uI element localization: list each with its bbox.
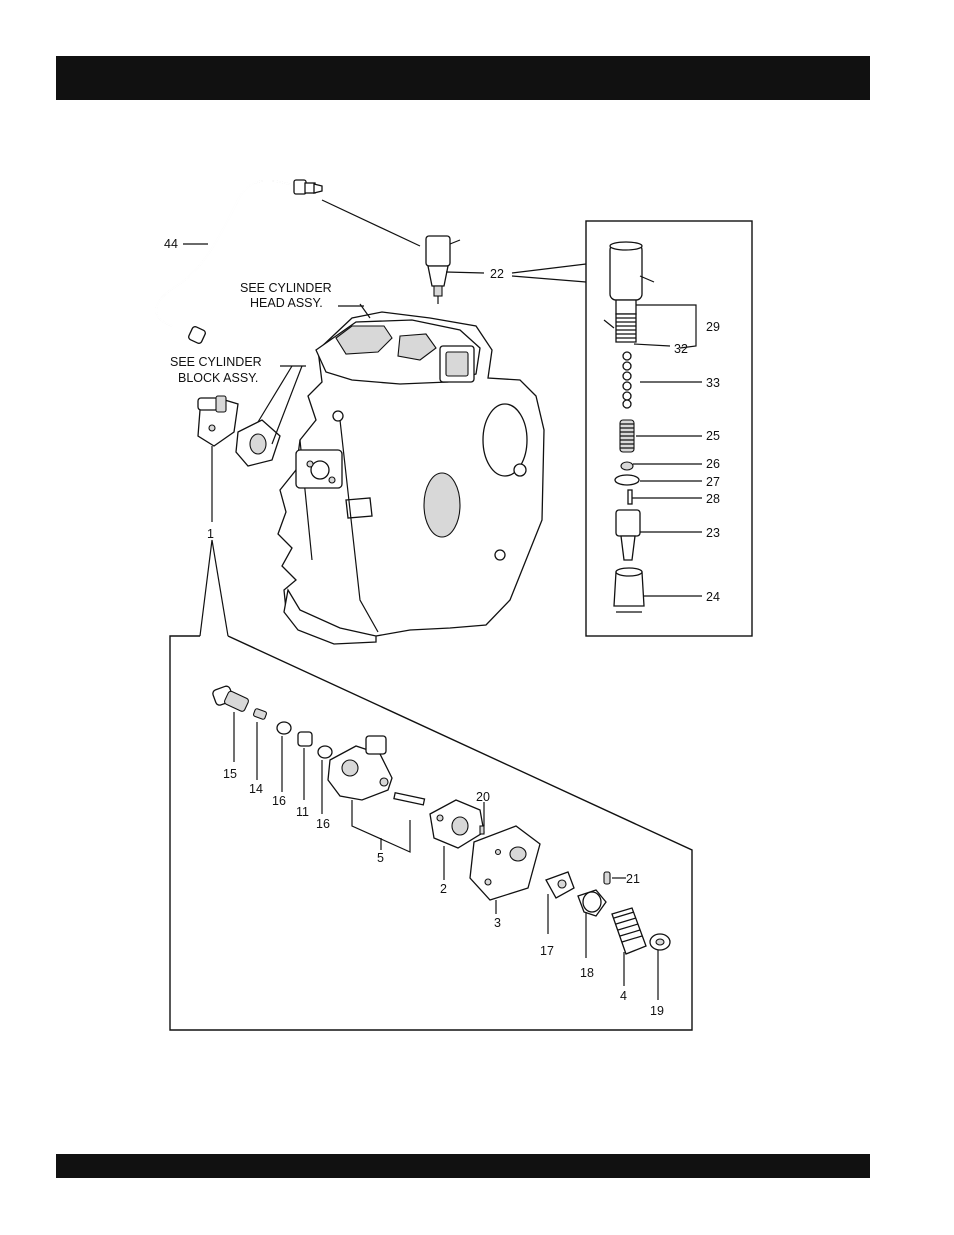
callout-1: 1: [207, 527, 214, 541]
note-see-cylinder-head-line2: HEAD ASSY.: [250, 296, 323, 310]
callout-24: 24: [706, 590, 720, 604]
callout-29: 29: [706, 320, 720, 334]
callout-3: 3: [494, 916, 501, 930]
callout-44: 44: [164, 237, 178, 251]
note-see-cylinder-head-line1: SEE CYLINDER: [240, 281, 332, 295]
callout-17: 17: [540, 944, 554, 958]
callout-28: 28: [706, 492, 720, 506]
callout-25: 25: [706, 429, 720, 443]
callout-26: 26: [706, 457, 720, 471]
engine-block: [278, 304, 544, 644]
callout-27: 27: [706, 475, 720, 489]
callout-18: 18: [580, 966, 594, 980]
callout-11: 11: [296, 805, 309, 819]
callout-16-second: 16: [316, 817, 330, 831]
note-see-cylinder-block-line1: SEE CYLINDER: [170, 355, 262, 369]
callout-15: 15: [223, 767, 237, 781]
callout-16-first: 16: [272, 794, 286, 808]
callout-20: 20: [476, 790, 490, 804]
callout-4: 4: [620, 989, 627, 1003]
callout-5: 5: [377, 851, 384, 865]
callout-14: 14: [249, 782, 263, 796]
nozzle-holder: [426, 236, 484, 304]
callout-33: 33: [706, 376, 720, 390]
callout-2: 2: [440, 882, 447, 896]
note-see-cylinder-block-line2: BLOCK ASSY.: [178, 371, 258, 385]
callout-21: 21: [626, 872, 640, 886]
callout-32: 32: [674, 342, 688, 356]
callout-22: 22: [490, 267, 504, 281]
callout-23: 23: [706, 526, 720, 540]
callout-19: 19: [650, 1004, 664, 1018]
